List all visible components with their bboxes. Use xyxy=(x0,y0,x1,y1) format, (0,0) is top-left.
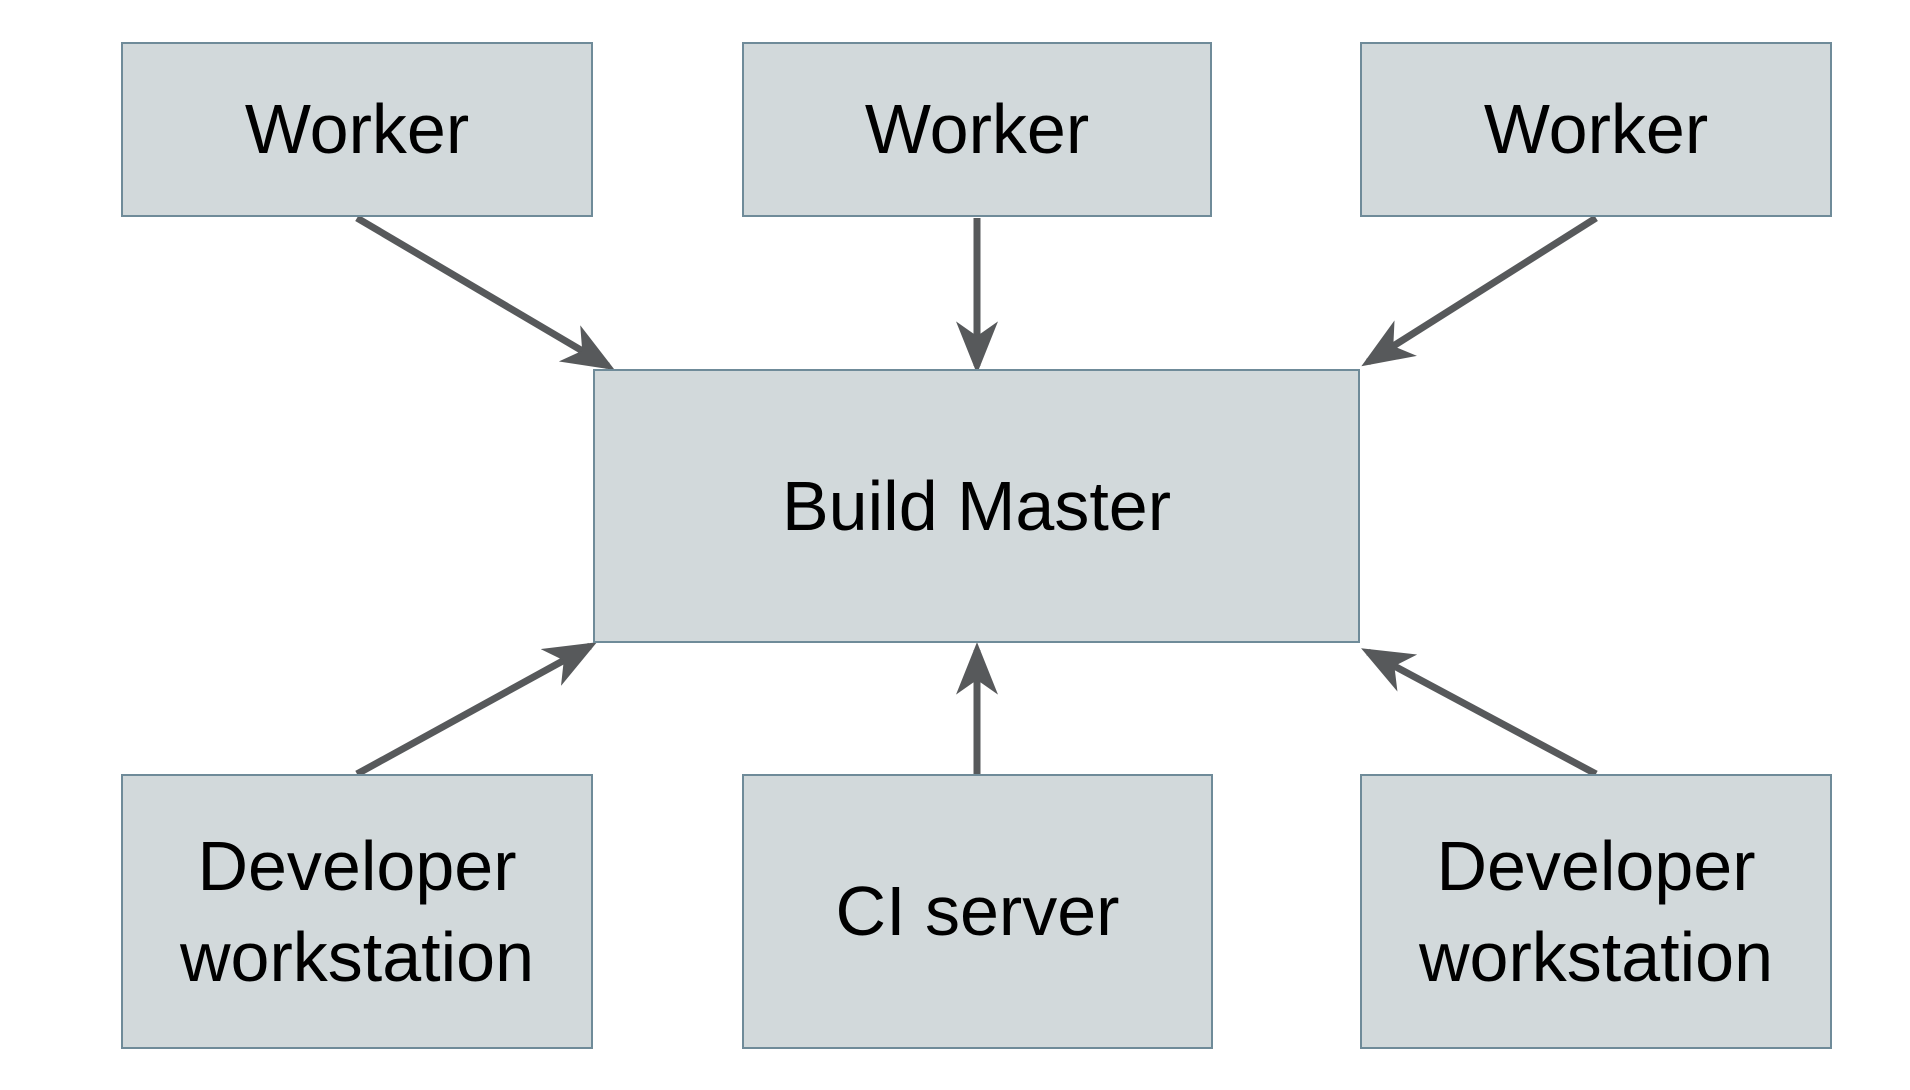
node-worker-2-label: Worker xyxy=(864,90,1090,168)
node-worker-3-label: Worker xyxy=(1483,90,1709,168)
arrow-worker1-to-build-master xyxy=(355,214,615,370)
arrow-dev-right-to-build-master xyxy=(1361,648,1598,778)
node-developer-workstation-left-label: Developer workstation xyxy=(179,826,535,996)
node-developer-workstation-left: Developer workstation xyxy=(121,774,593,1049)
node-worker-1: Worker xyxy=(121,42,593,217)
arrow-worker3-to-build-master xyxy=(1361,215,1598,367)
node-developer-workstation-right-label: Developer workstation xyxy=(1418,826,1774,996)
node-ci-server: CI server xyxy=(742,774,1213,1049)
node-worker-3: Worker xyxy=(1360,42,1832,217)
node-build-master: Build Master xyxy=(593,369,1360,643)
node-worker-1-label: Worker xyxy=(244,90,470,168)
node-build-master-label: Build Master xyxy=(781,466,1172,545)
node-worker-2: Worker xyxy=(742,42,1212,217)
arrow-dev-left-to-build-master xyxy=(355,642,597,778)
node-ci-server-label: CI server xyxy=(835,872,1120,950)
node-developer-workstation-right: Developer workstation xyxy=(1360,774,1832,1049)
